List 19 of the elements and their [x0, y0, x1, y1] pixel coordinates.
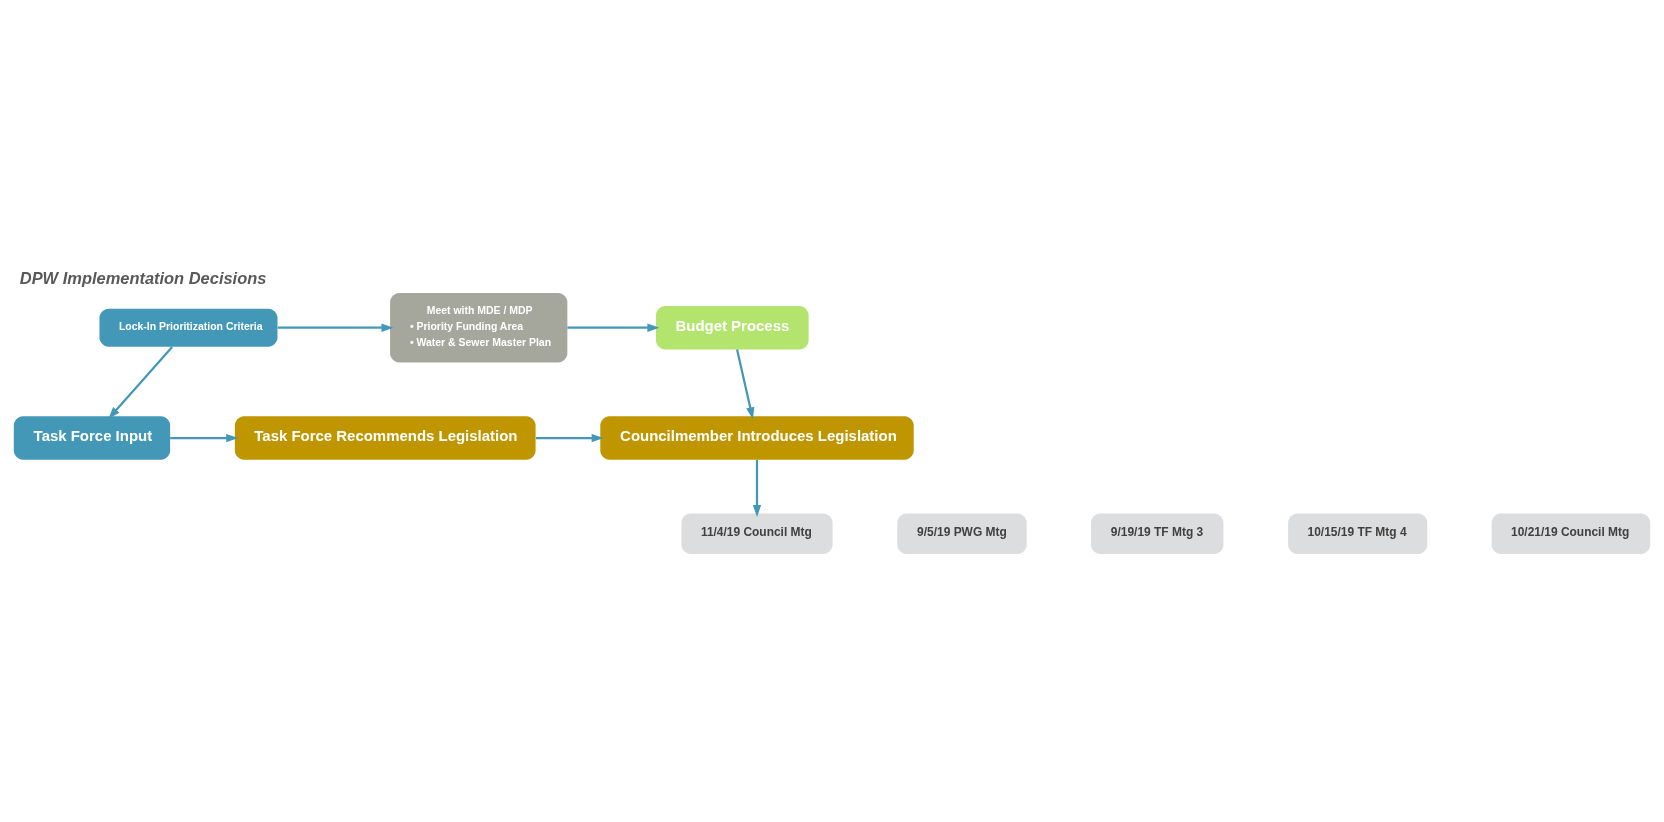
node-box: Task Force Recommends Legislation [234, 415, 536, 460]
node-box: 9/19/19 TF Mtg 3 [1091, 513, 1224, 554]
node-box: 10/15/19 TF Mtg 4 [1288, 513, 1428, 554]
arrow [736, 348, 755, 419]
node-box: 11/4/19 Council Mtg [681, 513, 833, 554]
arrow [567, 323, 660, 332]
node-box: Meet with MDE / MDP • Priority Funding Area • Water & Sewer Master Plan [390, 292, 568, 362]
arrow [752, 459, 762, 517]
node-box: Councilmember Introduces Legislation [600, 415, 914, 460]
node-box: 9/5/19 PWG Mtg [897, 513, 1027, 554]
arrow [170, 433, 239, 442]
arrow [108, 345, 173, 419]
arrow [277, 323, 394, 332]
arrow [535, 433, 604, 442]
node-box: Budget Process [656, 305, 809, 349]
node-box: 10/21/19 Council Mtg [1491, 513, 1651, 554]
node-box: Task Force Input [13, 415, 171, 460]
diagram-title: DPW Implementation Decisions [19, 268, 267, 287]
node-box: Lock-In Prioritization Criteria [99, 308, 278, 347]
